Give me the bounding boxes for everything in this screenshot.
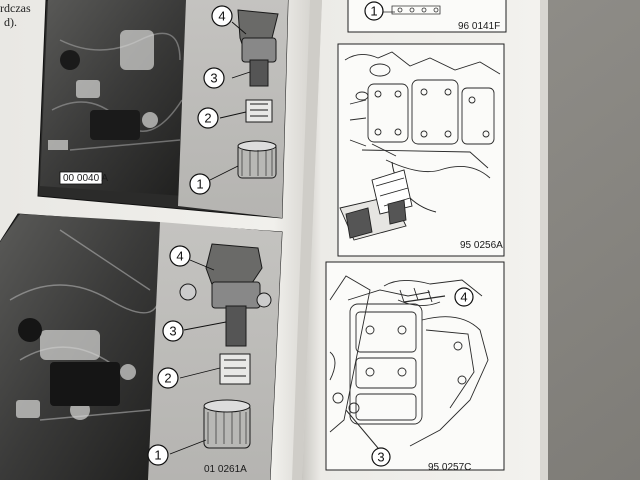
callout-1-bottom-label: 1 [154,448,161,463]
callout-4-label: 4 [460,290,467,305]
left-page: rdczas d). 00 0040 A [0,0,322,480]
figure-code-96-0141f: 96 0141F [458,21,500,32]
left-top-figure: 00 0040 A 4 [37,0,289,219]
right-page: 1 96 0141F [302,0,548,480]
callout-3-top-left [203,67,225,89]
callout-3-label: 3 [377,450,384,465]
callout-3-bottom-label: 3 [169,324,176,339]
callout-3-bottom-left [162,320,184,342]
callout-1-top-left [189,173,211,195]
callout-1-bottom-left [147,444,169,466]
figure-code-01-0261a: 01 0261A [204,464,247,475]
right-middle-figure: 95 0256A [337,43,505,257]
figure-code-95-0257c: 95 0257C [428,462,471,473]
right-top-figure: 1 96 0141F [347,0,507,33]
figure-code-95-0256a: 95 0256A [460,240,503,251]
callout-2-bottom-left [157,367,179,389]
callout-4-bottom-left [169,245,191,267]
callout-4-top-label: 4 [218,9,225,24]
engine-photo-top [40,0,188,196]
callout-3-right [371,447,391,467]
right-bottom-figure: 4 3 95 0257C [325,261,505,473]
callout-1-label: 1 [370,4,377,19]
partial-text-line-1: rdczas [0,1,31,15]
callout-4-right [454,287,474,307]
callout-3-top-label: 3 [210,71,217,86]
callout-4-top-left [211,5,233,27]
callout-1-top-label: 1 [196,177,203,192]
photo-code-00-0040a: 00 0040 A [63,173,108,184]
left-bottom-figure: 4 3 2 1 01 0261A [0,213,283,480]
callout-1-top-right [364,1,384,21]
callout-4-bottom-label: 4 [176,249,183,264]
callout-2-top-left [197,107,219,129]
callout-2-bottom-label: 2 [164,371,171,386]
callout-2-top-label: 2 [204,111,211,126]
partial-text-line-2: d). [4,15,17,29]
